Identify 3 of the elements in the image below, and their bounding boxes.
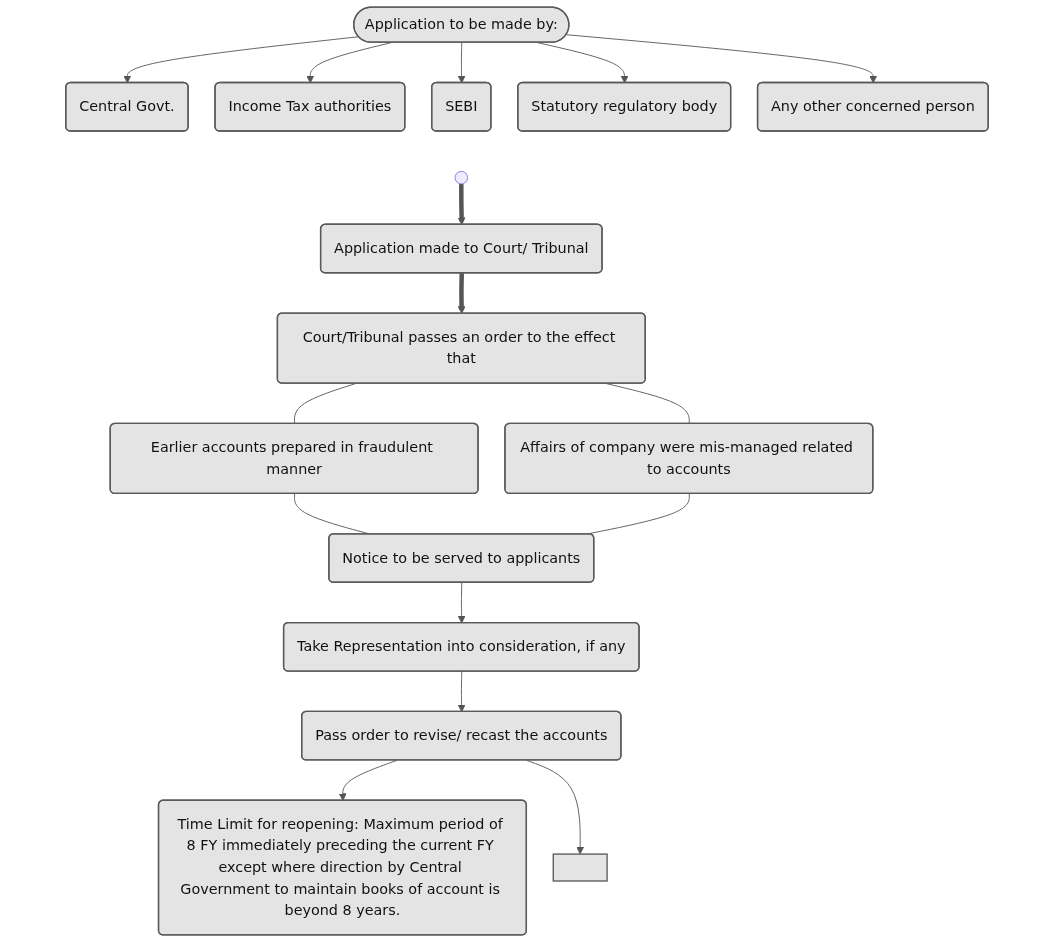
arrow <box>457 273 466 314</box>
node-box <box>552 853 608 882</box>
arrow <box>457 183 466 226</box>
